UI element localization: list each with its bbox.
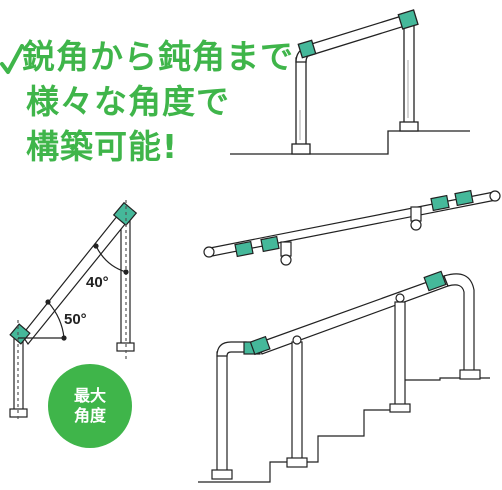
max-angle-badge: 最大 角度	[48, 364, 132, 448]
top-handrail-figure	[230, 9, 470, 155]
headline-line-1: 鋭角から鈍角まで	[22, 37, 294, 76]
wall-rail-figure	[203, 189, 501, 266]
badge-line-1: 最大	[73, 386, 106, 405]
badge-line-2: 角度	[73, 406, 106, 425]
check-mark-icon	[0, 44, 24, 74]
stair-handrail-figure	[198, 270, 490, 483]
headline-line-3: 構築可能!	[26, 127, 179, 166]
headline: 鋭角から鈍角まで 様々な角度で 構築可能!	[4, 34, 304, 169]
angle-diagram	[9, 200, 138, 420]
headline-line-2: 様々な角度で	[26, 82, 230, 121]
angle-label-upper: 40°	[86, 274, 109, 291]
angle-label-lower: 50°	[64, 311, 87, 328]
